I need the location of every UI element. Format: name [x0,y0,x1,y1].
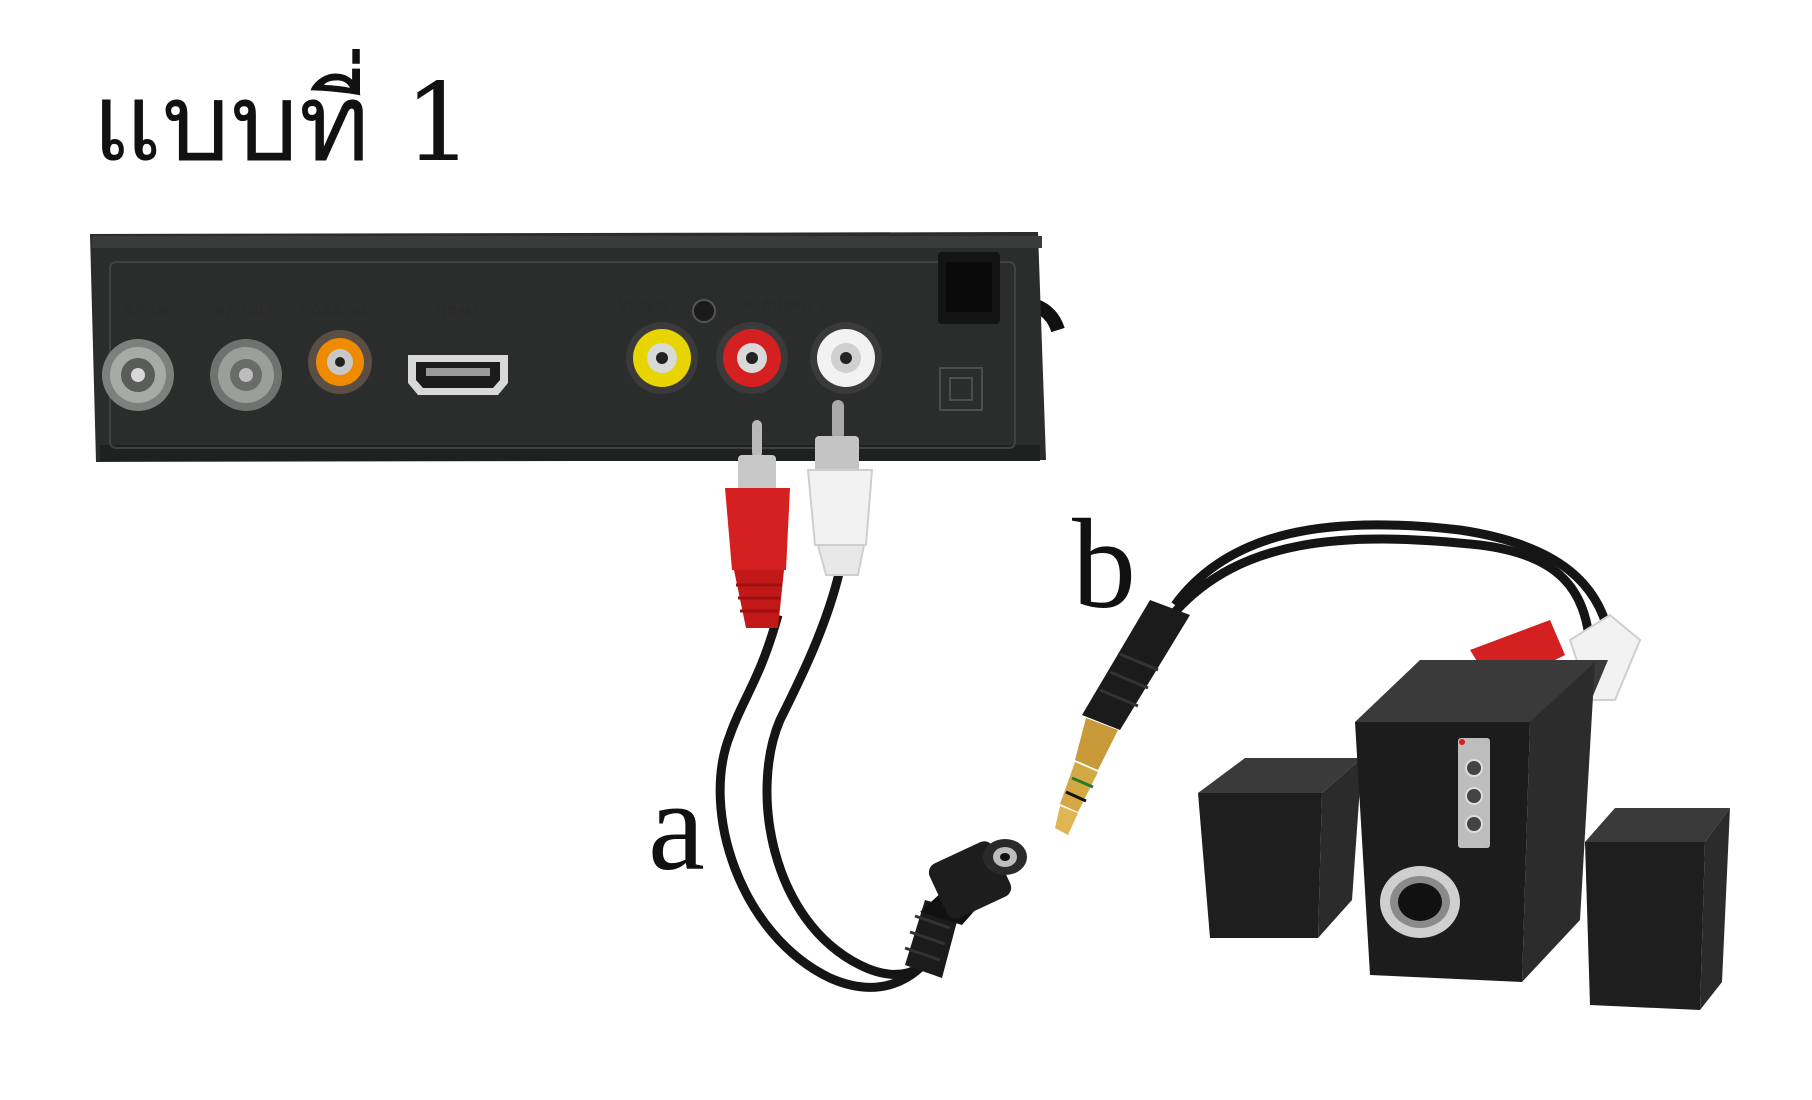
rf-out-port-icon [210,339,282,411]
rca-cable-icon [715,400,1027,992]
port-label-video: VIDEO [618,299,669,314]
red-rca-plug-icon [725,420,790,628]
audio-l-port-icon [810,322,882,394]
page-title: แบบที่ 1 [92,61,473,186]
male-jack-icon [1055,600,1190,835]
label-b: b [1072,493,1136,635]
port-label-audio: R AUDIO L [745,299,828,314]
speaker-set-icon [1198,660,1730,1010]
port-label-coaxial: COAXIAL [300,305,371,320]
aux-cable-icon [1055,520,1642,835]
set-top-box-icon: RF IN RF OUT COAXIAL HDMI VIDEO R AUDIO … [90,232,1065,462]
rf-in-port-icon [102,339,174,411]
port-label-rf-out: RF OUT [215,305,275,320]
left-speaker-icon [1198,758,1362,938]
port-label-hdmi: HDMI [435,305,478,320]
video-port-icon [626,322,698,394]
white-rca-plug-icon [806,400,874,576]
port-label-rf-in: RF IN [125,305,169,320]
subwoofer-icon [1355,660,1608,982]
right-speaker-icon [1585,808,1730,1010]
hdmi-port-icon [408,355,508,395]
coaxial-port-icon [308,330,372,394]
female-jack-icon [904,839,1027,978]
label-a: a [648,755,705,897]
audio-r-port-icon [716,322,788,394]
